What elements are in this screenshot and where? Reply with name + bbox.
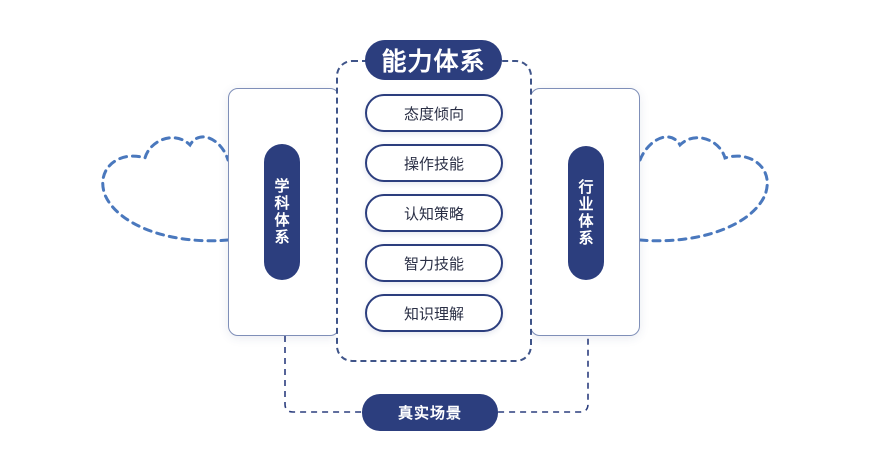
capability-item-label: 智力技能 bbox=[403, 254, 464, 273]
bottom-label-pill: 真实场景 bbox=[362, 394, 498, 431]
capability-item-label: 操作技能 bbox=[403, 154, 464, 173]
capability-item-label: 认知策略 bbox=[403, 204, 464, 223]
center-title-pill: 能力体系 bbox=[365, 40, 502, 80]
capability-item: 智力技能 bbox=[365, 244, 503, 282]
bottom-label: 真实场景 bbox=[397, 404, 462, 422]
right-cloud-outline bbox=[638, 135, 769, 243]
left-cloud-outline bbox=[101, 135, 230, 243]
left-label: 学科体系 bbox=[272, 178, 291, 246]
capability-item-label: 知识理解 bbox=[403, 304, 464, 323]
capability-item-label: 态度倾向 bbox=[403, 104, 464, 123]
capability-item: 知识理解 bbox=[365, 294, 503, 332]
capability-item: 认知策略 bbox=[365, 194, 503, 232]
capability-item: 操作技能 bbox=[365, 144, 503, 182]
left-label-pill: 学科体系 bbox=[264, 144, 300, 280]
capability-item: 态度倾向 bbox=[365, 94, 503, 132]
right-label: 行业体系 bbox=[576, 179, 595, 247]
right-label-pill: 行业体系 bbox=[568, 146, 604, 280]
center-title: 能力体系 bbox=[381, 47, 486, 76]
